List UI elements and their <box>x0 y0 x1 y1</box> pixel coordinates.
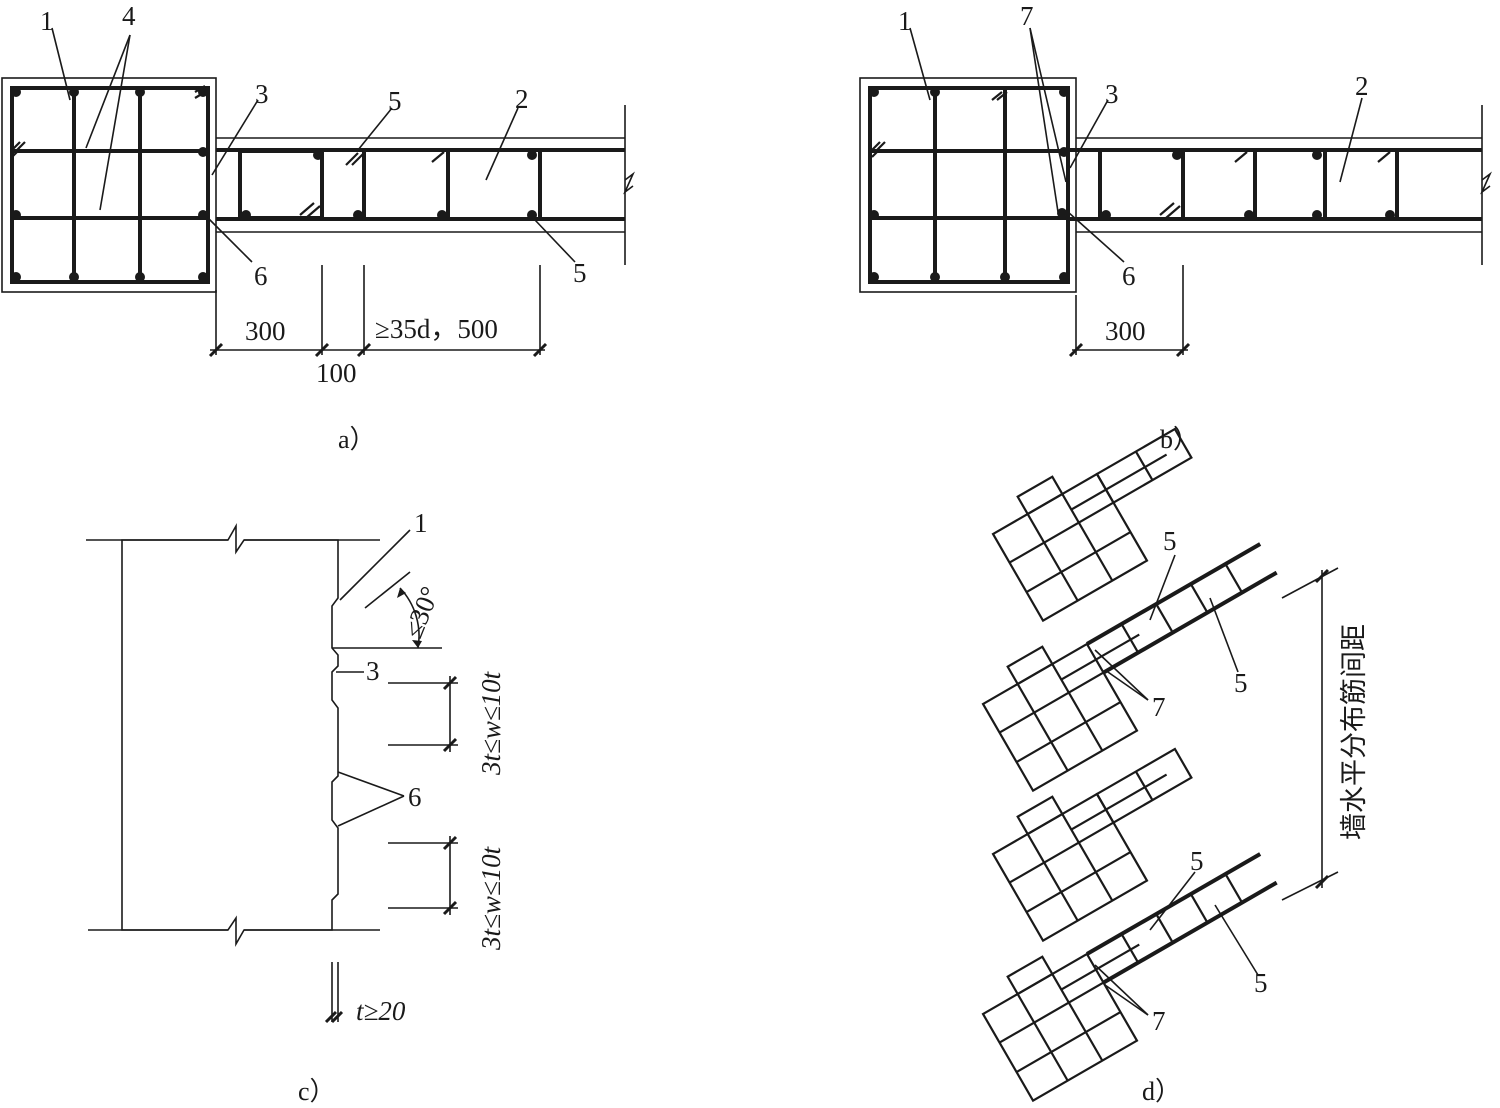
dim-w-2: 3t≤w≤10t <box>476 845 506 951</box>
column-plan-1 <box>991 427 1193 623</box>
column-plan-2 <box>981 542 1278 793</box>
caption-c: c） <box>298 1077 336 1106</box>
column-stirrup <box>10 86 210 284</box>
callout-1: 1 <box>40 6 54 36</box>
callout-5-d1: 5 <box>1163 526 1177 556</box>
thickness-label: t≥20 <box>356 996 406 1026</box>
dimension-lines-a <box>208 265 548 358</box>
callout-6-c: 6 <box>408 782 422 812</box>
callout-3: 3 <box>255 79 269 109</box>
angle-label: ≤30° <box>398 582 446 642</box>
wall-segment-b <box>1068 105 1492 265</box>
leaders-a <box>51 27 576 263</box>
callout-5-d3: 5 <box>1190 846 1204 876</box>
callout-1-b: 1 <box>898 6 912 36</box>
wall-hooks <box>299 151 445 219</box>
column-hooks <box>11 85 206 158</box>
panel-d: 5 7 5 5 7 5 墙水平分布筋间距 d） <box>981 427 1369 1106</box>
callout-7-d2: 7 <box>1152 1006 1166 1036</box>
callout-6-b: 6 <box>1122 261 1136 291</box>
spacing-label: 墙水平分布筋间距 <box>1339 624 1369 840</box>
column-outline <box>1 77 217 293</box>
callout-2-b: 2 <box>1355 71 1369 101</box>
callout-2: 2 <box>515 84 529 114</box>
callout-5: 5 <box>388 86 402 116</box>
callout-7-b: 7 <box>1020 1 1034 31</box>
callout-6: 6 <box>254 261 268 291</box>
column-plan-3 <box>991 747 1193 943</box>
caption-b: b） <box>1160 425 1199 454</box>
callout-5-d4: 5 <box>1254 968 1268 998</box>
column-bars <box>11 87 208 282</box>
column-ties <box>12 88 208 282</box>
panel-c: 1 3 6 ≤30° 3t≤w≤10t 3t≤w≤10t t≥20 c） <box>86 508 506 1106</box>
caption-a: a） <box>338 425 376 454</box>
dim-100: 100 <box>316 358 357 388</box>
dim-w-1: 3t≤w≤10t <box>476 670 506 776</box>
callout-3-b: 3 <box>1105 79 1119 109</box>
column-plan-4 <box>981 852 1278 1103</box>
callout-4: 4 <box>122 1 136 31</box>
callout-5-d2: 5 <box>1234 668 1248 698</box>
dim-anchorage: ≥35d，500 <box>375 314 498 344</box>
column-outline-b <box>859 77 1077 293</box>
panel-b: 1 7 3 2 6 300 b） <box>859 1 1492 454</box>
wall-segment <box>216 105 635 265</box>
dim-300-b: 300 <box>1105 316 1146 346</box>
panel-a: 1 4 3 5 2 6 5 300 100 ≥35d，500 a） <box>1 1 635 454</box>
wall-stirrups <box>238 149 542 220</box>
callout-7-d1: 7 <box>1152 692 1166 722</box>
callout-3-c: 3 <box>366 656 380 686</box>
callout-1-c: 1 <box>414 508 428 538</box>
wall-bars <box>241 150 537 220</box>
concrete-column-section <box>121 522 339 948</box>
caption-d: d） <box>1142 1077 1181 1106</box>
dim-300: 300 <box>245 316 286 346</box>
callout-5b: 5 <box>573 258 587 288</box>
